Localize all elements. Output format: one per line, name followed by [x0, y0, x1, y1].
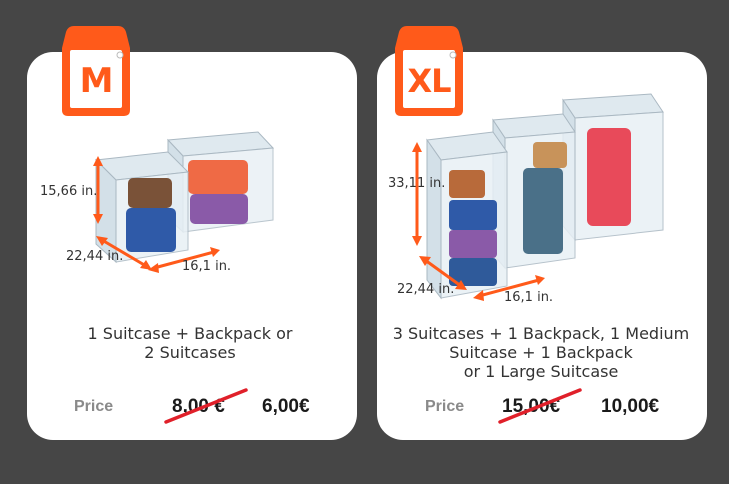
new-price-medium: 6,00€	[262, 396, 310, 417]
strikethrough-medium	[164, 388, 248, 424]
size-label-medium: M	[79, 61, 114, 101]
dimension-depth-xl: 22,44 in.	[397, 282, 455, 297]
locker-illustration-medium	[93, 131, 275, 273]
dimension-width-xl: 16,1 in.	[504, 290, 554, 305]
dimension-width-medium: 16,1 in.	[182, 259, 232, 274]
old-price-xl: 15,00€	[502, 396, 561, 417]
size-label-xl: XL	[407, 62, 451, 100]
price-label-medium: Price	[74, 398, 114, 415]
dimension-height-medium: 15,66 in.	[40, 184, 98, 199]
price-label-xl: Price	[425, 398, 465, 415]
old-price-medium: 8,00 €	[172, 396, 225, 417]
description-medium: 1 Suitcase + Backpack or 2 Suitcases	[87, 324, 293, 362]
dimension-height-xl: 33,11 in.	[388, 176, 446, 191]
locker-illustration-xl	[412, 93, 664, 301]
locker-card-medium[interactable]	[27, 52, 357, 440]
size-tag-icon	[395, 26, 463, 116]
description-xl: 3 Suitcases + 1 Backpack, 1 Medium Suitc…	[392, 324, 690, 381]
strikethrough-xl	[498, 388, 582, 424]
new-price-xl: 10,00€	[601, 396, 660, 417]
size-tag-icon	[62, 26, 130, 116]
dimension-depth-medium: 22,44 in.	[66, 249, 124, 264]
